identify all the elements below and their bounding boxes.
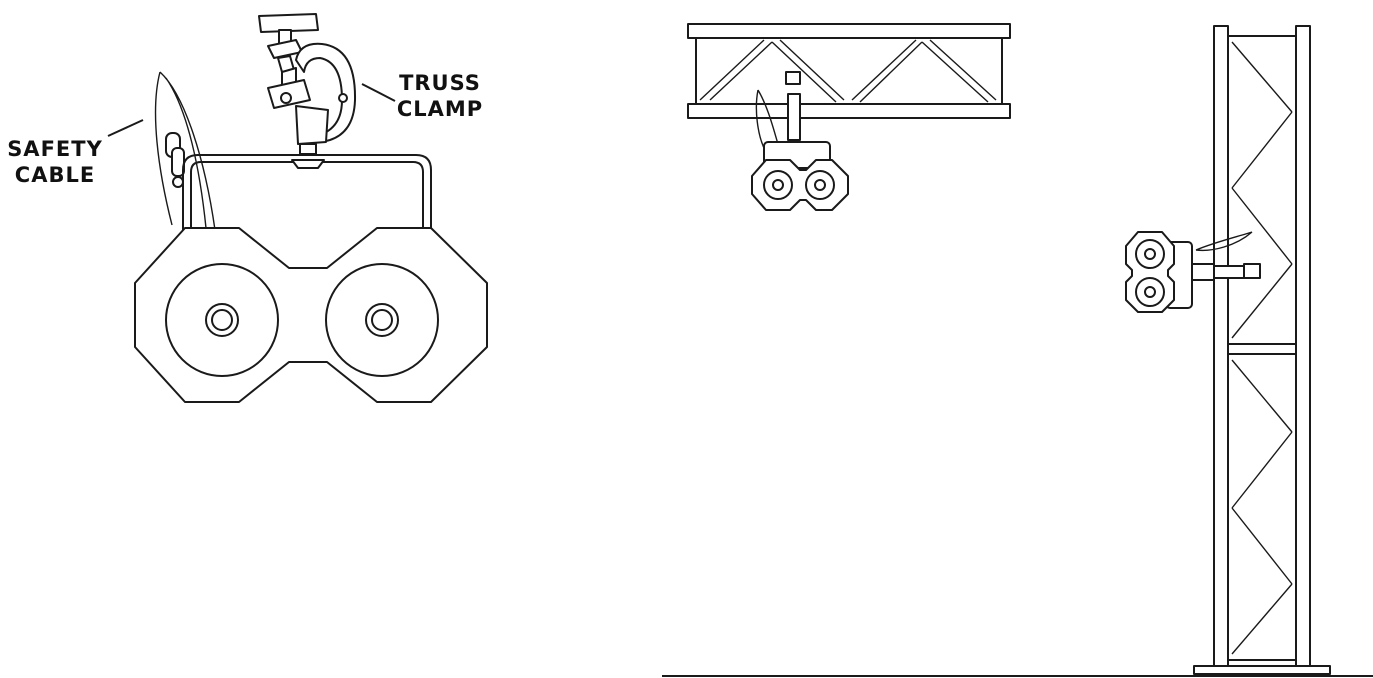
truss-clamp-label-line1: TRUSS [399, 71, 481, 95]
safety-cable-label-line1: SAFETY [7, 137, 103, 161]
horizontal-truss [687, 23, 1011, 119]
truss-clamp-label-line2: CLAMP [396, 97, 484, 121]
detail-view [107, 13, 488, 403]
safety-cable-label: SAFETY CABLE [6, 136, 104, 188]
vertical-truss [1193, 25, 1331, 675]
truss-clamp [258, 13, 357, 169]
hanging-fixture [751, 71, 849, 211]
safety-cable-leader [107, 119, 144, 137]
lens-left [165, 263, 279, 377]
vertical-truss-view [662, 25, 1373, 677]
lens-right [325, 263, 439, 377]
truss-clamp-label: TRUSS CLAMP [396, 70, 484, 122]
safety-cable-label-line2: CABLE [14, 163, 96, 187]
side-mounted-fixture [1125, 231, 1261, 313]
truss-clamp-leader [361, 83, 396, 102]
safety-cable [154, 71, 216, 231]
safety-cable-snap-hook [165, 132, 185, 188]
horizontal-truss-view [687, 23, 1011, 211]
truss-base-plate [1193, 665, 1331, 675]
